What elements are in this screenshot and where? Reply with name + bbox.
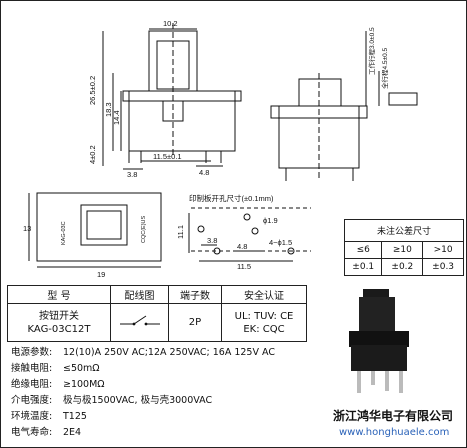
dim-hole-small: ϕ1.9 <box>263 216 278 225</box>
info-cert-2: EK: CQC <box>243 323 285 335</box>
dim-pitch-wide: 11.5±0.1 <box>153 152 182 161</box>
tolerance-value-0: ±0.1 <box>343 258 383 276</box>
company-url[interactable]: www.honghuaele.com <box>339 427 450 438</box>
spec-row: 电气寿命: 2E4 <box>11 424 81 438</box>
dim-pcb-11-1: 11.1 <box>176 225 185 239</box>
info-cert-1: UL: TUV: CE <box>234 310 294 322</box>
info-table: 型 号 配线图 端子数 安全认证 按钮开关 KAG-03C12T 2P <box>7 285 307 342</box>
dim-pitch-right: 4.8 <box>199 168 209 177</box>
front-window <box>162 100 184 122</box>
info-wiring <box>110 303 169 342</box>
spec-row: 电源参数: 12(10)A 250V AC;12A 250VAC; 16A 125… <box>11 344 275 358</box>
info-header-terminals: 端子数 <box>168 285 222 304</box>
spec-row: 介电强度: 极与极1500VAC, 极与壳3000VAC <box>11 392 212 406</box>
bottom-window-inner <box>86 210 122 240</box>
spec-value: 12(10)A 250V AC;12A 250VAC; 16A 125V AC <box>63 347 275 358</box>
info-terminals: 2P <box>168 303 222 342</box>
dim-body-height: 18.3 <box>104 102 113 117</box>
bottom-view <box>36 192 162 262</box>
info-header-model: 型 号 <box>7 285 111 304</box>
dim-pcb-4-8: 4.8 <box>237 242 247 251</box>
dim-total-height: 26.5±0.2 <box>88 76 97 105</box>
spec-label: 电源参数: <box>11 347 53 358</box>
spec-label: 环境温度: <box>11 411 53 422</box>
spec-row: 绝缘电阻: ≥100MΩ <box>11 376 105 390</box>
dim-top-width: 10.2 <box>163 19 178 28</box>
switch-marking: KAG-03C <box>61 221 67 245</box>
dim-travel-full: 全行程4.5±0.5 <box>380 47 389 89</box>
company-name: 浙江鸿华电子有限公司 <box>333 409 454 423</box>
spec-value: T125 <box>63 411 87 422</box>
spec-label: 接触电阻: <box>11 363 53 374</box>
tolerance-title: 未注公差尺寸 <box>344 219 464 242</box>
tolerance-value-1: ±0.2 <box>381 258 424 276</box>
tolerance-header-2: >10 <box>422 241 464 259</box>
front-flange <box>122 90 242 102</box>
technical-drawing: 10.2 26.5±0.2 18.3 14.4 4±0.2 11.5±0.1 4… <box>23 19 418 279</box>
dim-inner-height: 14.4 <box>112 110 121 125</box>
info-header-cert: 安全认证 <box>221 285 307 304</box>
product-photo <box>349 289 409 393</box>
bottom-window <box>80 204 128 246</box>
info-cert-cell: UL: TUV: CE EK: CQC <box>221 303 307 342</box>
info-header-wiring: 配线图 <box>110 285 169 304</box>
tolerance-header-0: ≤6 <box>343 241 383 259</box>
pcb-hole-d <box>287 247 295 255</box>
switch-marking-2: CQC(E)US <box>141 215 147 243</box>
dim-bottom-width: 19 <box>97 270 105 279</box>
spec-label: 介电强度: <box>11 395 53 406</box>
dim-pcb-11-5: 11.5 <box>237 262 251 271</box>
info-model-cell: 按钮开关 KAG-03C12T <box>7 303 111 342</box>
side-cap-detail <box>388 92 418 106</box>
pcb-hole-c <box>251 227 259 235</box>
wiring-diagram-icon <box>119 315 160 326</box>
spec-value: ≥100MΩ <box>63 379 105 390</box>
dim-bottom-height: 13 <box>23 224 31 233</box>
tolerance-value-2: ±0.3 <box>422 258 464 276</box>
spec-value: 2E4 <box>63 427 82 438</box>
side-actuator <box>298 78 342 107</box>
spec-label: 电气寿命: <box>11 427 53 438</box>
pcb-hole-b <box>213 247 221 255</box>
dim-pcb-3-8: 3.8 <box>207 236 217 245</box>
spec-row: 环境温度: T125 <box>11 408 87 422</box>
spec-value: ≤50mΩ <box>63 363 100 374</box>
pcb-hole-a <box>197 225 205 233</box>
spec-value: 极与极1500VAC, 极与壳3000VAC <box>63 395 213 406</box>
spec-label: 绝缘电阻: <box>11 379 53 390</box>
dim-hole-big: 4−ϕ1.5 <box>269 238 292 247</box>
dim-pin-height: 4±0.2 <box>88 145 97 164</box>
tolerance-header-1: ≥10 <box>381 241 424 259</box>
spec-row: 接触电阻: ≤50mΩ <box>11 360 100 374</box>
info-model: 按钮开关 <box>39 310 79 322</box>
dim-travel-work: 工作行程3.0±0.5 <box>367 27 376 75</box>
info-model-code: KAG-03C12T <box>27 323 91 335</box>
tolerance-table: 未注公差尺寸 ≤6 ≥10 >10 ±0.1 ±0.2 ±0.3 <box>343 219 464 276</box>
pcb-title: 印制板开孔尺寸(±0.1mm) <box>189 193 274 203</box>
dim-pitch-left: 3.8 <box>127 170 137 179</box>
pcb-hole-small <box>243 213 251 221</box>
